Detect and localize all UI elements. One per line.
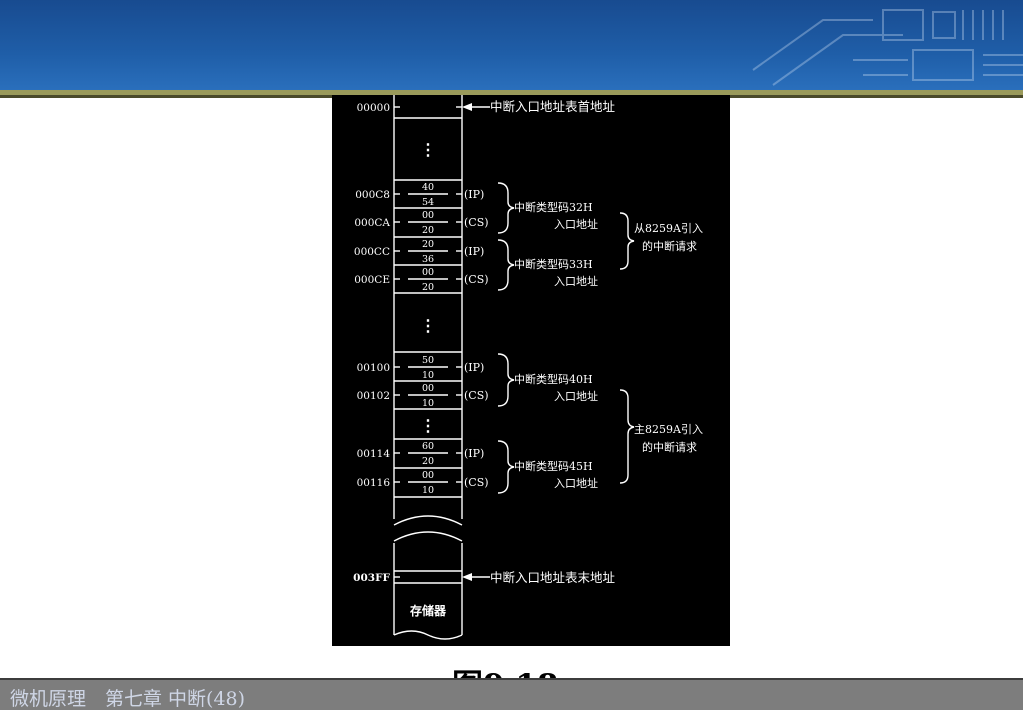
register-label: (IP): [464, 188, 484, 201]
byte-value: 36: [422, 254, 434, 265]
byte-value: 20: [422, 282, 434, 293]
byte-value: 10: [422, 398, 434, 409]
byte-value: 00: [422, 210, 434, 221]
address-row-6: 00102: [357, 390, 390, 402]
address-row-1: 000C8: [355, 189, 390, 201]
group-label-40h: 中断类型码40H: [514, 372, 593, 386]
arrow-head-end-icon: [462, 573, 472, 581]
master-8259a-label: 主8259A引入: [634, 422, 703, 436]
interrupt-vector-table-figure: 00000 000C8 000CA 000CC 000CE 00100 0010…: [332, 95, 730, 646]
register-label: (CS): [464, 389, 489, 402]
footer-text: 微机原理 第七章 中断(48): [10, 688, 246, 710]
address-row-8: 00116: [357, 477, 391, 489]
byte-value: 10: [422, 370, 434, 381]
group-sub-40h: 入口地址: [554, 389, 598, 403]
group-sub-45h: 入口地址: [554, 476, 598, 490]
register-label: (IP): [464, 245, 484, 258]
footer-bar: 微机原理 第七章 中断(48): [0, 678, 1023, 710]
byte-value: 40: [422, 182, 434, 193]
byte-value: 60: [422, 441, 434, 452]
byte-value: 54: [422, 197, 434, 208]
table-first-address-label: 中断入口地址表首地址: [490, 99, 616, 114]
address-row-7: 00114: [357, 448, 391, 460]
address-top: 00000: [357, 102, 390, 114]
byte-value: 20: [422, 225, 434, 236]
byte-value: 20: [422, 239, 434, 250]
group-sub-32h: 入口地址: [554, 217, 598, 231]
byte-value: 20: [422, 456, 434, 467]
byte-value: 00: [422, 267, 434, 278]
group-label-32h: 中断类型码32H: [514, 200, 593, 214]
slave-8259a-label: 从8259A引入: [634, 221, 703, 235]
byte-value: 50: [422, 355, 434, 366]
byte-value: 00: [422, 383, 434, 394]
address-row-5: 00100: [357, 362, 390, 374]
master-8259a-sub: 的中断请求: [642, 440, 697, 454]
table-last-address-label: 中断入口地址表末地址: [490, 570, 616, 585]
ellipsis-3: ⋮: [420, 416, 436, 435]
group-label-33h: 中断类型码33H: [514, 257, 593, 271]
group-sub-33h: 入口地址: [554, 274, 598, 288]
register-label: (CS): [464, 273, 489, 286]
byte-value: 00: [422, 470, 434, 481]
header-rule: [0, 90, 1023, 95]
slave-8259a-sub: 的中断请求: [642, 239, 697, 253]
byte-value: 10: [422, 485, 434, 496]
arrow-head-top-icon: [462, 103, 472, 111]
memory-label: 存储器: [409, 603, 447, 618]
address-row-4: 000CE: [354, 274, 390, 286]
address-row-3: 000CC: [354, 246, 390, 258]
ellipsis-1: ⋮: [420, 140, 436, 159]
circuit-decoration: [752, 9, 1023, 86]
register-label: (IP): [464, 361, 484, 374]
register-label: (IP): [464, 447, 484, 460]
ellipsis-2: ⋮: [420, 316, 436, 335]
address-row-2: 000CA: [354, 217, 390, 229]
group-label-45h: 中断类型码45H: [514, 459, 593, 473]
header-band: [0, 0, 1023, 90]
address-end: 003FF: [353, 572, 390, 584]
register-label: (CS): [464, 476, 489, 489]
register-label: (CS): [464, 216, 489, 229]
